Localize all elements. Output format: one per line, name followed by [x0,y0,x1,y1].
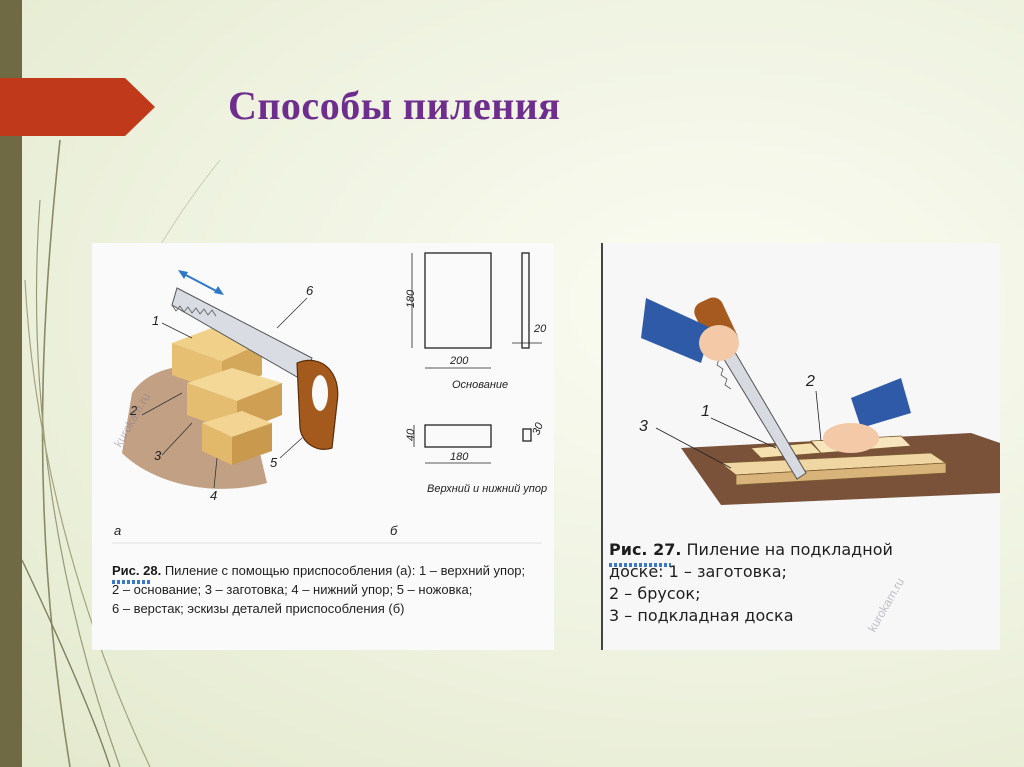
left-accent-bar [0,0,22,767]
miter-box-illustration [112,252,542,544]
figure-27: 3 1 2 kurokam.ru Рис. 27. Пиление на под… [601,243,1000,650]
label-6: 6 [306,283,314,298]
caption-27-line-4: 3 – подкладная доска [609,606,794,625]
caption-rule-left [112,580,152,584]
osnovanie-label: Основание [452,379,509,391]
label-1: 1 [152,313,160,328]
label-3-right: 3 [639,418,648,435]
caption-28-line-1: Пиление с помощью приспособления (а): 1 … [164,563,526,578]
label-1-right: 1 [701,403,710,420]
upor-label: Верхний и нижний упор [427,483,548,495]
dim-40: 40 [405,428,418,442]
dim-180-vertical: 180 [405,289,418,309]
dim-200: 200 [450,355,469,367]
caption-figure-28: Рис. 28. Пиление с помощью приспособлени… [112,561,544,618]
underlay-board-illustration [601,243,1000,650]
caption-ris-27: Рис. 27. [609,540,682,559]
title-arrow-icon [0,78,155,136]
label-3: 3 [154,448,162,463]
slide-title: Способы пиления [228,83,561,128]
label-b: б [390,523,398,538]
label-5: 5 [270,455,278,470]
label-2-right: 2 [806,373,815,390]
label-a: а [114,523,122,538]
caption-28-line-2: 2 – основание; 3 – заготовка; 4 – нижний… [112,582,473,597]
label-2: 2 [130,403,138,418]
label-4: 4 [210,488,218,503]
dim-180-bottom: 180 [450,451,469,463]
figure-28: 1 2 3 4 5 6 180 200 20 Основание 40 180 … [92,243,554,650]
caption-27-line-1: Пиление на подкладной [686,540,893,559]
caption-27-line-2: доске: 1 – заготовка; [609,562,787,581]
caption-figure-27: Рис. 27. Пиление на подкладной доске: 1 … [609,539,989,627]
dim-20: 20 [534,323,547,335]
caption-28-line-3: 6 – верстак; эскизы деталей приспособлен… [112,601,405,616]
caption-rule-right [609,563,671,567]
caption-27-line-3: 2 – брусок; [609,584,701,603]
caption-ris-28: Рис. 28. [112,563,162,578]
